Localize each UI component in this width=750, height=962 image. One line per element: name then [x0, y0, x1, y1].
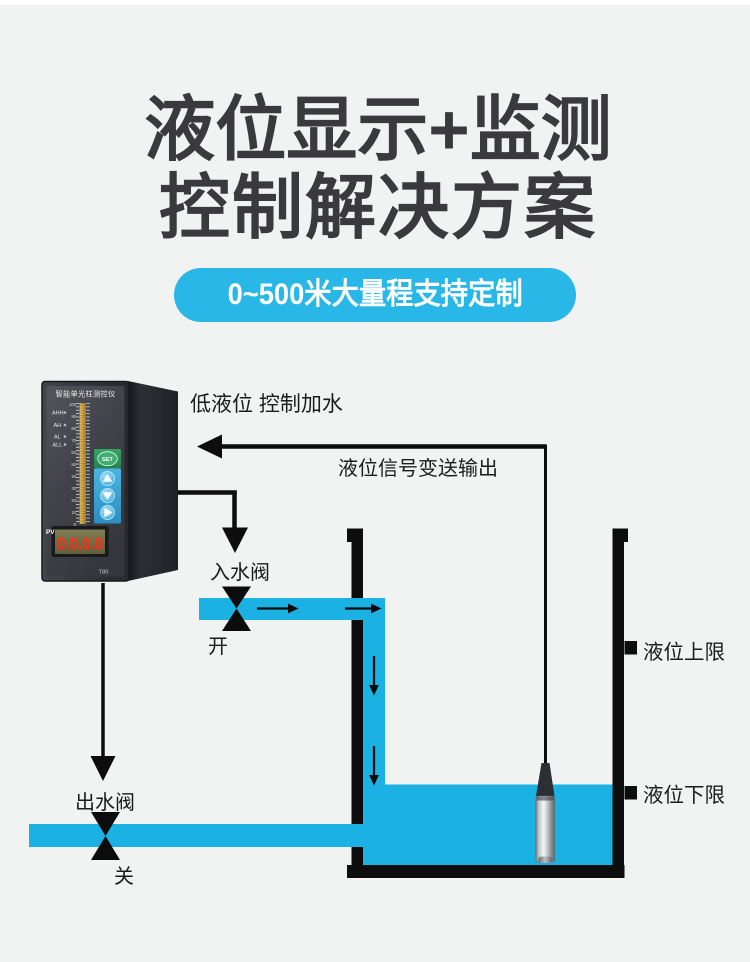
tank-bottom-wall — [347, 865, 625, 878]
scale-40: 40 — [71, 474, 76, 479]
annotation-inlet-valve: 入水阀 — [210, 562, 270, 584]
bargraph-scale: 100 90 80 70 60 50 40 30 20 10 0 — [69, 402, 77, 527]
outlet-valve-bottom-triangle — [91, 836, 120, 860]
page-title-line1: 液位显示+监测 — [144, 91, 612, 170]
set-button-label: SET — [102, 457, 113, 463]
annotation-upper-limit: 液位上限 — [643, 641, 725, 664]
down-arrow-icon — [102, 492, 113, 500]
set-button — [97, 451, 118, 467]
tank-left-rim — [347, 528, 363, 542]
flow-arrowhead-down-2 — [369, 775, 379, 786]
indicator-led-ah — [63, 423, 67, 427]
tank-right-rim — [612, 528, 628, 542]
upper-limit-marker — [624, 641, 637, 655]
level-sensor — [535, 763, 555, 863]
flow-arrowhead-right-2 — [371, 603, 382, 614]
control-arrowhead-down — [222, 527, 248, 553]
sensor-cone — [536, 763, 555, 796]
scale-100: 100 — [69, 402, 77, 407]
page-title-line2: 控制解决方案 — [158, 169, 597, 248]
signal-arrowhead-left — [197, 434, 222, 459]
indicator-led-al — [63, 435, 67, 438]
indicator-label-ahh: AHH — [52, 411, 64, 417]
scale-50: 50 — [71, 462, 76, 467]
scale-20: 20 — [71, 498, 76, 503]
keypad: SET — [94, 449, 121, 524]
tank-water — [363, 784, 613, 865]
range-badge-text: 0~500米大量程支持定制 — [227, 278, 523, 311]
annotation-outlet-state-closed: 关 — [114, 866, 134, 888]
display-screen — [55, 529, 105, 554]
signal-line — [197, 434, 547, 766]
pv-label: PV — [46, 529, 55, 536]
outlet-valve-top-triangle — [91, 812, 120, 836]
alarm-indicators: AHH AH AL ALL — [52, 411, 67, 449]
display-value: 0.0.0.0 — [57, 534, 103, 554]
scale-90: 90 — [71, 414, 76, 419]
range-badge: 0~500米大量程支持定制 — [174, 268, 576, 322]
model-label: T80 — [99, 570, 109, 576]
flow-arrowhead-down-1 — [369, 685, 379, 696]
annotation-inlet-state-open: 开 — [208, 636, 228, 658]
lower-limit-marker — [624, 786, 637, 800]
indicator-label-al: AL — [54, 435, 61, 441]
enter-arrow-icon — [104, 507, 113, 518]
indicator-led-ahh — [63, 411, 67, 414]
annotation-lower-limit: 液位下限 — [643, 784, 725, 807]
scale-0: 0 — [74, 522, 77, 527]
sensor-body — [535, 795, 555, 863]
outlet-valve-symbol — [91, 812, 120, 860]
flow-arrows — [257, 603, 382, 786]
scale-10: 10 — [71, 510, 76, 515]
indicator-label-all: ALL — [53, 443, 63, 449]
indicator-label-ah: AH — [54, 423, 62, 429]
instrument-top-label: 智能单光柱测控仪 — [56, 390, 116, 399]
sensor-tip — [538, 856, 553, 863]
annotation-outlet-valve: 出水阀 — [75, 792, 135, 814]
up-arrow-icon — [102, 474, 113, 482]
annotation-signal-output: 液位信号变送输出 — [338, 458, 498, 480]
scale-80: 80 — [71, 426, 76, 431]
tank — [347, 528, 628, 878]
outlet-pipe — [29, 824, 363, 847]
tank-right-wall — [612, 529, 624, 878]
tank-left-wall — [351, 529, 363, 878]
bargraph-column — [79, 403, 86, 524]
annotation-low-level: 低液位 控制加水 — [190, 393, 343, 416]
instrument: 智能单光柱测控仪 AHH AH AL ALL 100 90 80 — [41, 380, 178, 582]
inlet-valve-bottom-triangle — [222, 608, 251, 631]
instrument-side — [128, 381, 178, 581]
scale-70: 70 — [71, 438, 76, 443]
inlet-valve-symbol — [222, 586, 251, 631]
sensor-collar — [536, 796, 554, 801]
inlet-control-line — [172, 490, 248, 553]
flow-arrowhead-right-1 — [288, 603, 299, 614]
outlet-control-line — [90, 583, 116, 781]
display-area: 0.0.0.0 PV T80 — [46, 526, 109, 576]
outlet-arrowhead-down — [90, 756, 116, 781]
top-white-strip — [0, 0, 750, 5]
bargraph: 100 90 80 70 60 50 40 30 20 10 0 — [69, 402, 90, 527]
scale-60: 60 — [71, 450, 76, 455]
inlet-valve-top-triangle — [222, 586, 251, 609]
indicator-led-all — [63, 443, 67, 446]
scale-30: 30 — [71, 486, 76, 491]
